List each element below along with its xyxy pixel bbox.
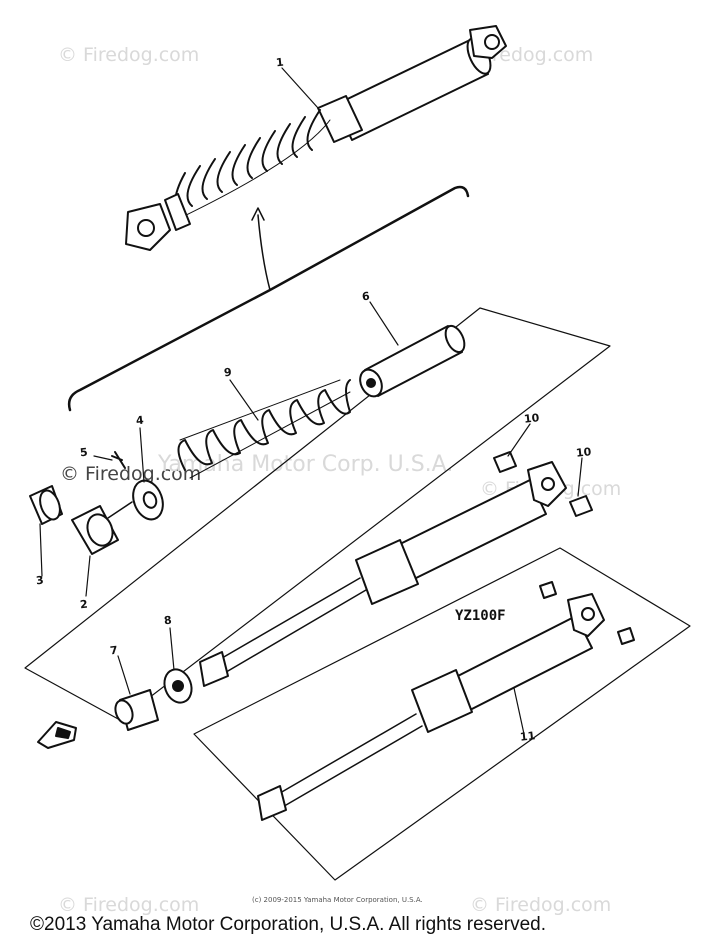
- part-2-cap: [71, 501, 133, 555]
- part-6-cover: [359, 324, 466, 398]
- callout-2: 2: [79, 597, 89, 612]
- callout-8: 8: [163, 613, 173, 628]
- part-11-damper: [257, 581, 635, 821]
- callout-9: 9: [223, 365, 233, 380]
- model-label: YZ100F: [455, 608, 506, 624]
- watermark: © Firedog.com: [58, 894, 200, 916]
- callout-6: 6: [361, 289, 371, 304]
- front-arrow-icon: [37, 721, 77, 749]
- part-3-bushing: [29, 485, 63, 525]
- damper-unit: [199, 461, 567, 687]
- callout-11: 11: [519, 729, 536, 744]
- callout-10: 10: [575, 445, 592, 460]
- callout-7: 7: [109, 643, 119, 658]
- callout-4: 4: [135, 413, 145, 428]
- watermark: © Firedog.com: [470, 894, 612, 916]
- callout-3: 3: [35, 573, 45, 588]
- shock-assembly-1: [125, 25, 507, 251]
- part-9-spring: [177, 379, 351, 479]
- watermark: © Firedog.com: [58, 44, 200, 66]
- watermark: © Firedog.com: [60, 463, 202, 485]
- small-copyright: (c) 2009-2015 Yamaha Motor Corporation, …: [252, 896, 423, 904]
- callout-1: 1: [275, 55, 285, 70]
- callout-10: 10: [523, 411, 540, 426]
- part-4-seat: [132, 479, 164, 521]
- copyright-notice: ©2013 Yamaha Motor Corporation, U.S.A. A…: [30, 914, 546, 935]
- callout-5: 5: [79, 445, 89, 460]
